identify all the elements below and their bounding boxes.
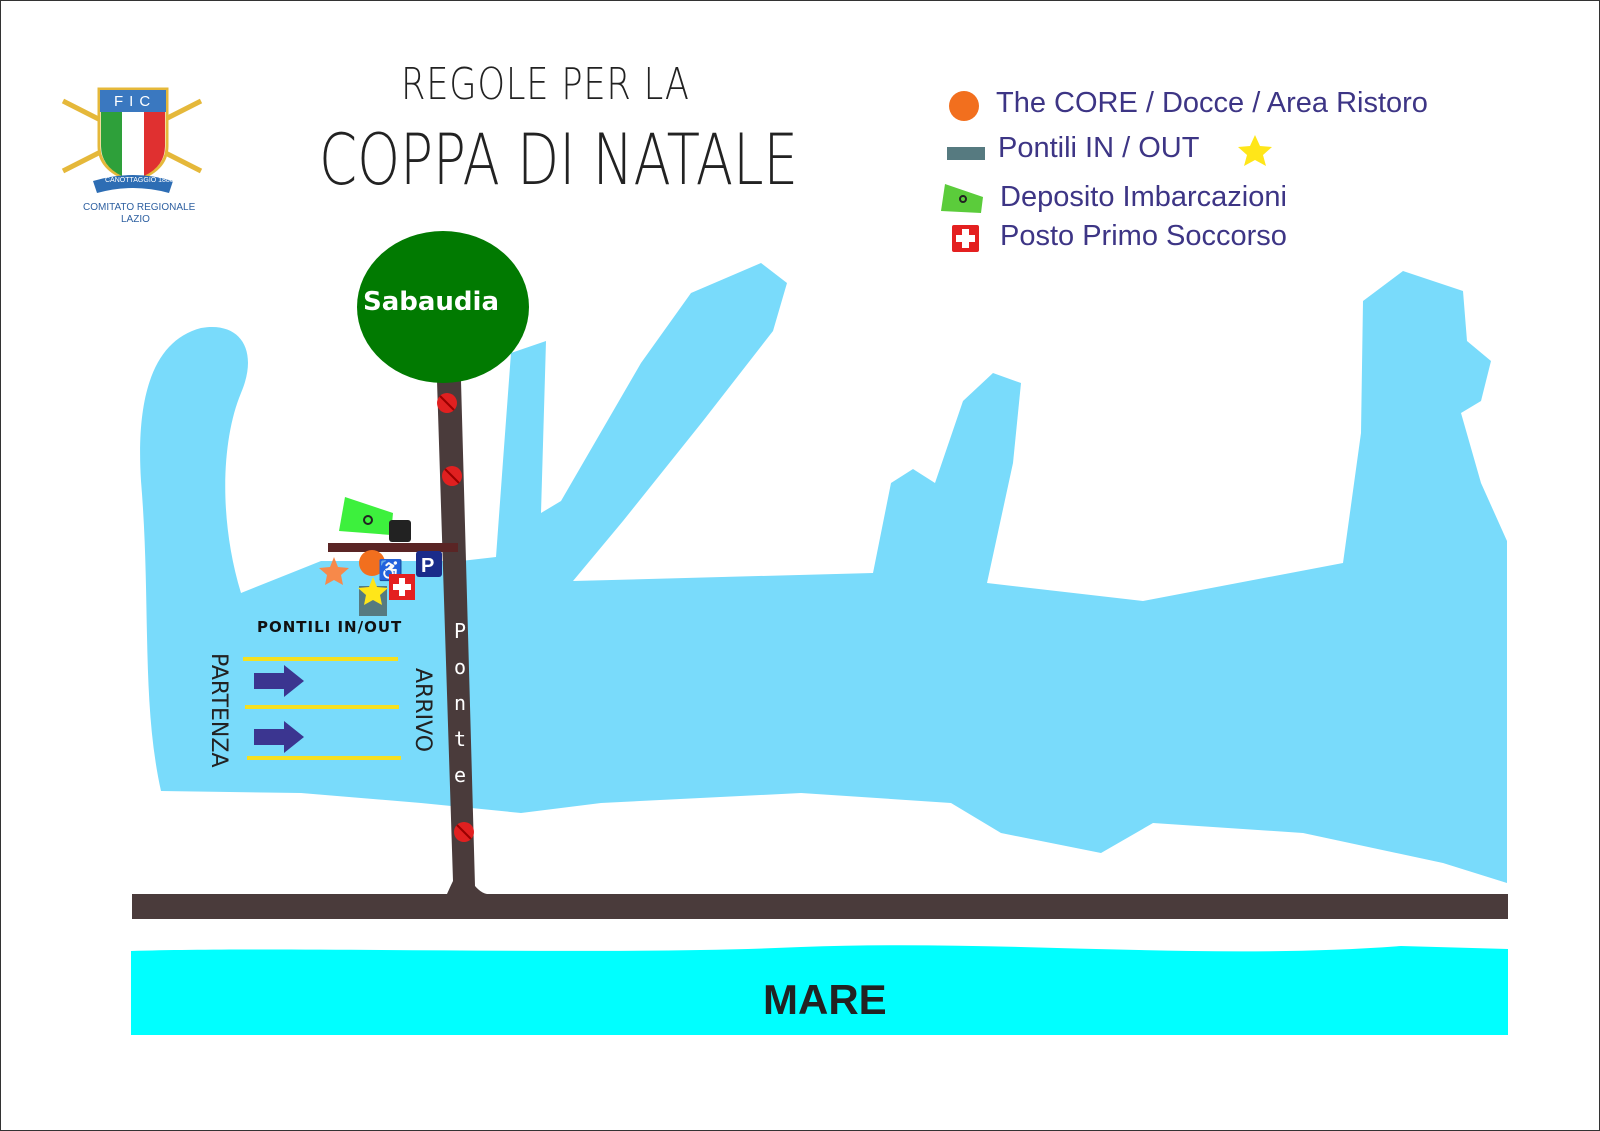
legend-item-docks: Pontili IN / OUT (998, 132, 1200, 164)
arrow-right-icon (254, 665, 304, 697)
finish-label: ARRIVO (410, 668, 435, 753)
boat-storage-icon (941, 184, 983, 213)
logo-ribbon: CANOTTAGGIO 1888 (105, 177, 174, 184)
orange-circle-icon (949, 91, 979, 121)
star-icon[interactable] (319, 557, 349, 585)
fic-logo (61, 87, 203, 193)
logo-caption-2: LAZIO (121, 214, 150, 225)
logo-acronym: FIC (114, 93, 157, 110)
legend-item-first-aid: Posto Primo Soccorso (1000, 220, 1287, 252)
parking-icon[interactable] (416, 551, 442, 577)
sabaudia-circle[interactable] (357, 231, 529, 383)
parking-letter: P (421, 555, 434, 577)
bridge (437, 381, 487, 894)
logo-caption-1: COMITATO REGIONALE (83, 202, 196, 213)
coastal-road (132, 894, 1508, 919)
sea (131, 945, 1508, 1035)
first-aid-icon (952, 225, 979, 252)
legend-item-core: The CORE / Docce / Area Ristoro (996, 87, 1428, 119)
no-parking-icon (442, 466, 462, 486)
dock-bar-icon (947, 147, 985, 160)
title-line-2: COPPA DI NATALE (319, 119, 799, 201)
no-parking-icon (454, 822, 474, 842)
star-icon[interactable] (358, 577, 388, 605)
bridge-label: Ponte (453, 619, 467, 787)
no-parking-icon (437, 393, 457, 413)
sea-label: MARE (763, 976, 887, 1023)
boat-storage-icon[interactable] (339, 497, 393, 535)
legend-item-boat-storage: Deposito Imbarcazioni (1000, 181, 1287, 213)
star-icon (1238, 135, 1272, 166)
core-icon[interactable] (359, 550, 385, 576)
lake (140, 263, 1508, 883)
town-label: Sabaudia (363, 287, 500, 317)
facility-platform (328, 543, 458, 552)
first-aid-icon[interactable] (389, 574, 415, 600)
title-line-1: REGOLE PER LA (401, 59, 690, 110)
arrow-right-icon (254, 721, 304, 753)
docks-label: PONTILI IN/OUT (257, 618, 403, 636)
coffee-icon[interactable] (389, 520, 411, 542)
start-label: PARTENZA (206, 653, 231, 768)
